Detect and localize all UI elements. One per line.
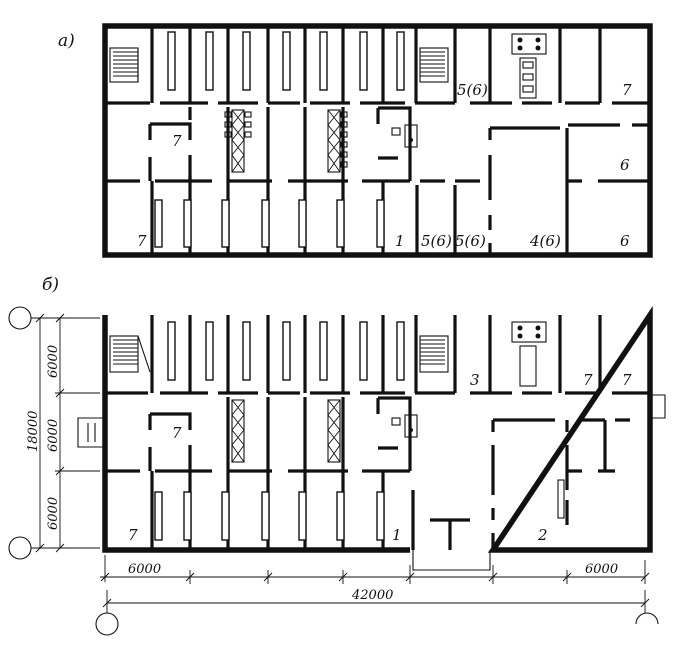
plan-a-stair-left: [109, 47, 139, 83]
plan-b-board: [557, 479, 565, 519]
plan-b-entrance-left: [77, 417, 105, 448]
room-label: 5(6): [455, 232, 486, 250]
plan-b-lockers-left: [231, 399, 245, 463]
plan-b-beds-bottom: [154, 491, 385, 541]
plan-a-middle-rooms: [148, 106, 569, 255]
room-label: 7: [137, 232, 147, 250]
room-label: 7: [172, 132, 182, 150]
plan-b-lockers-right: [327, 399, 341, 463]
axis-marker-right: [635, 612, 659, 625]
room-label: 5(6): [421, 232, 452, 250]
dim-row-bottom: 6000: [46, 497, 61, 530]
panel-label-b: б): [42, 275, 59, 295]
plan-b-table: [511, 321, 547, 387]
plan-b-stair-right: [419, 335, 449, 373]
axis-marker-left: [95, 612, 119, 636]
room-label: 7: [172, 424, 182, 442]
dimension-lines: 6000 6000 42000 6000 6000 6000 18000: [8, 306, 659, 636]
plan-a-table: [511, 33, 547, 99]
dim-row-top: 6000: [46, 345, 61, 378]
axis-marker-top: [8, 306, 32, 330]
plan-a-stair-right: [419, 47, 449, 83]
plan-b-room-labels: 3 7 7 7 7 1 2: [128, 371, 632, 544]
plan-a-lockers-right: [327, 109, 348, 173]
room-label: 6: [620, 232, 630, 250]
room-label: 7: [622, 371, 632, 389]
axis-marker-bottom: [8, 536, 32, 560]
dim-bay-right: 6000: [585, 562, 618, 577]
dim-total-length: 42000: [351, 588, 393, 603]
dim-row-mid: 6000: [46, 419, 61, 452]
dim-total-width: 18000: [26, 411, 41, 452]
plan-a-beds-bottom: [154, 199, 385, 248]
plan-a-room-labels: 7 5(6) 7 6 7 1 5(6) 5(6) 4(6) 6: [137, 81, 632, 250]
plan-b-entrance-bottom: [412, 550, 491, 571]
room-label: 7: [128, 526, 138, 544]
room-label: 6: [620, 156, 630, 174]
room-label: 4(6): [529, 232, 561, 250]
room-label: 1: [395, 232, 405, 250]
plan-a: 7 5(6) 7 6 7 1 5(6) 5(6) 4(6) 6: [102, 23, 653, 258]
plan-b-middle-rooms: [148, 396, 607, 550]
room-label: 2: [537, 526, 548, 544]
plan-b-stair-left: [109, 335, 151, 373]
room-label: 7: [622, 81, 632, 99]
panel-label-a: а): [58, 31, 75, 51]
room-label: 5(6): [457, 81, 488, 99]
room-label: 1: [392, 526, 402, 544]
plan-a-beds-top: [167, 31, 405, 91]
plan-a-lockers-left: [224, 109, 252, 173]
plan-a-exterior-walls: [102, 23, 653, 258]
room-label: 3: [470, 371, 480, 389]
plan-b-sanitary: [391, 414, 418, 438]
plan-b-entrance-right: [650, 394, 666, 419]
plan-a-sanitary: [391, 124, 418, 148]
plan-a-top-partitions: [150, 26, 602, 103]
plan-b-beds-top: [167, 321, 405, 381]
plan-b: 3 7 7 7 7 1 2: [77, 305, 666, 571]
dim-bay-left: 6000: [128, 562, 161, 577]
plan-b-top-partitions: [150, 315, 602, 393]
room-label: 7: [583, 371, 593, 389]
